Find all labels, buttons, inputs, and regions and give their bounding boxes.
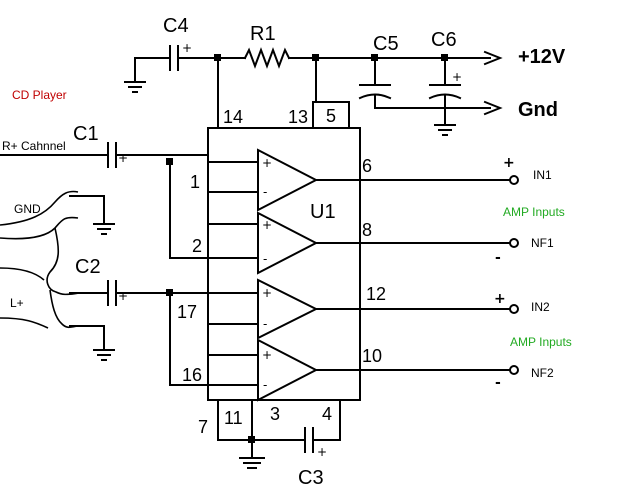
pin-8: 8 xyxy=(362,220,372,240)
nf1-label: NF1 xyxy=(531,236,554,250)
pin-14: 14 xyxy=(223,107,243,127)
pin-4: 4 xyxy=(322,404,332,424)
c4-plus-sign: + xyxy=(182,41,192,55)
in1-plus-sign: + xyxy=(503,155,515,171)
pin-11: 11 xyxy=(224,408,243,428)
input-grounds xyxy=(69,195,115,361)
opamp2-plus-sign: + xyxy=(262,218,272,232)
pin-17: 17 xyxy=(177,302,197,322)
gnd-output-label: Gnd xyxy=(518,99,558,121)
c3-label: C3 xyxy=(298,467,324,489)
c2-plus-sign: + xyxy=(118,289,128,303)
pin-5: 5 xyxy=(326,106,336,126)
pin-1: 1 xyxy=(190,172,200,192)
c1-label: C1 xyxy=(73,123,99,145)
pin-2: 2 xyxy=(192,236,202,256)
opamp-4 xyxy=(207,338,511,402)
pin-7: 7 xyxy=(198,417,208,437)
nf2-label: NF2 xyxy=(531,366,554,380)
nf1-minus-sign: - xyxy=(495,250,501,266)
amp-inputs-label-bottom: AMP Inputs xyxy=(510,335,572,349)
in2-label: IN2 xyxy=(531,300,550,314)
amp-inputs-label-top: AMP Inputs xyxy=(503,205,565,219)
input-c2 xyxy=(69,280,209,386)
gnd-input-label: GND xyxy=(14,202,41,216)
opamp-2 xyxy=(207,211,511,275)
c5-label: C5 xyxy=(373,33,399,55)
in2-plus-sign: + xyxy=(494,291,506,307)
output-terminals xyxy=(509,175,519,375)
c6-plus-sign: + xyxy=(452,70,462,84)
opamp4-plus-sign: + xyxy=(262,348,272,362)
opamp4-minus-sign: - xyxy=(263,378,267,392)
opamp3-minus-sign: - xyxy=(263,317,267,331)
l-plus-label: L+ xyxy=(10,296,24,310)
c1-plus-sign: + xyxy=(118,151,128,165)
nf2-minus-sign: - xyxy=(495,375,501,391)
r-channel-label: R+ Cahnnel xyxy=(2,139,66,153)
supply-12v-label: +12V xyxy=(518,46,566,68)
c2-label: C2 xyxy=(75,256,101,278)
opamp3-plus-sign: + xyxy=(262,286,272,300)
u1-label: U1 xyxy=(310,201,336,223)
opamp1-minus-sign: - xyxy=(263,185,267,199)
input-c1 xyxy=(0,142,209,259)
bottom-pins xyxy=(217,399,341,469)
pin-6: 6 xyxy=(362,156,372,176)
c3-plus-sign: + xyxy=(317,445,327,459)
pin-12: 12 xyxy=(366,284,386,304)
cable-sketch xyxy=(0,190,81,329)
cd-player-label: CD Player xyxy=(12,88,67,102)
in1-label: IN1 xyxy=(533,168,552,182)
pin-3: 3 xyxy=(270,404,280,424)
opamp1-plus-sign: + xyxy=(262,156,272,170)
pin-13: 13 xyxy=(288,107,308,127)
opamp-1 xyxy=(207,148,511,212)
ic-u1 xyxy=(207,101,361,401)
c4-label: C4 xyxy=(163,15,189,37)
c6-label: C6 xyxy=(431,29,457,51)
supply-rail xyxy=(124,45,503,136)
opamp2-minus-sign: - xyxy=(263,252,267,266)
opamp-3 xyxy=(207,278,511,340)
pin-10: 10 xyxy=(362,346,382,366)
r1-label: R1 xyxy=(250,23,276,45)
pin-16: 16 xyxy=(182,365,202,385)
